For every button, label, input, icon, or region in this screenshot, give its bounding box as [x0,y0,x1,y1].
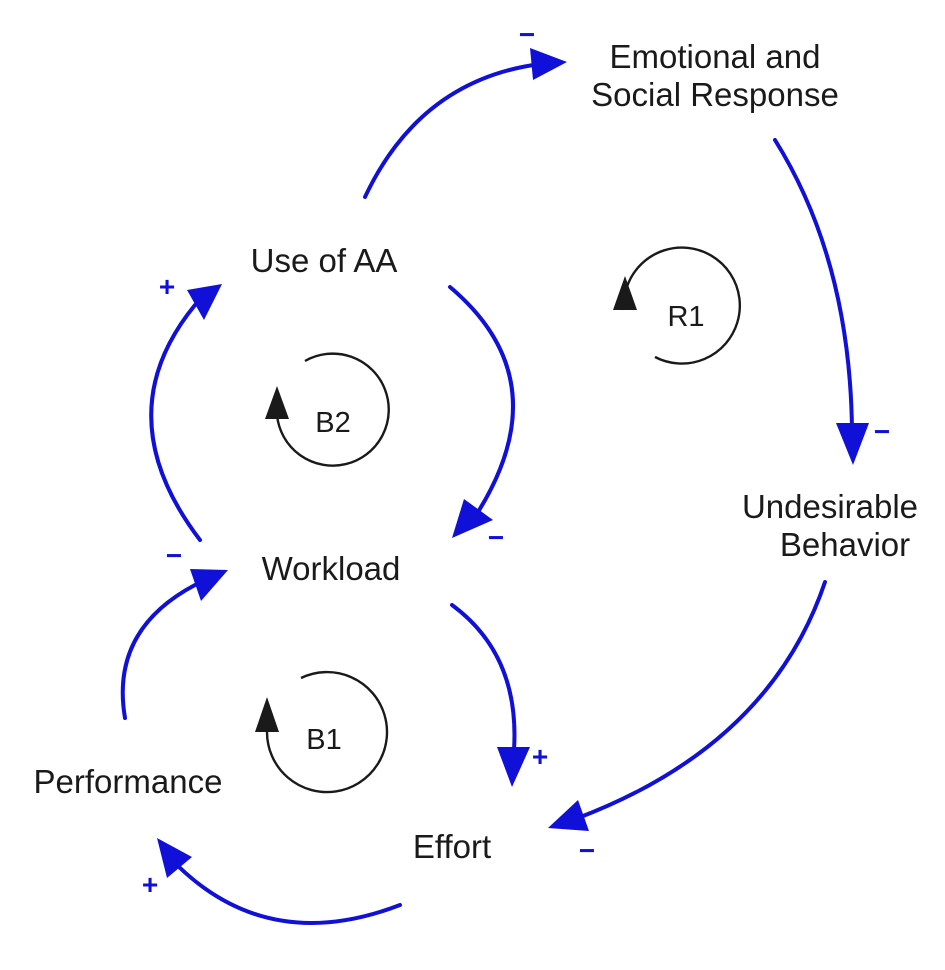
loop-b1-circle [265,670,389,794]
polarity-emotional-to-undesirable: − [874,416,890,447]
loop-r1-circle [622,246,742,365]
node-effort: Effort [413,828,491,865]
polarity-use-to-workload: − [488,522,504,553]
loop-r1-arrow-icon [613,276,637,310]
loop-b2-circle [275,352,390,467]
arrowhead-effort-to-performance [157,838,192,878]
loop-b1-arrow-icon [255,697,279,732]
link-emotional-to-undesirable [773,138,854,432]
arrowhead-emotional-to-undesirable [836,423,869,465]
node-undesirable-line2: Behavior [780,526,910,563]
node-emotional-line2: Social Response [591,76,839,113]
arrowhead-workload-to-effort [497,747,530,787]
polarity-undesirable-to-effort: − [579,835,595,866]
link-use-to-workload [448,285,515,514]
link-effort-to-performance [176,864,402,925]
link-undesirable-to-effort [576,580,827,820]
node-workload: Workload [262,550,401,587]
arrowhead-use-to-emotional [530,48,567,80]
polarity-use-to-emotional: − [519,19,535,50]
node-undesirable-line1: Undesirable [742,488,918,525]
link-performance-to-workload [120,583,197,720]
node-performance: Performance [34,763,223,800]
link-use-to-emotional [363,62,542,199]
arrowhead-performance-to-workload [190,569,228,601]
loop-b2-label: B2 [315,407,350,439]
loop-r1-label: R1 [667,301,704,333]
arrowhead-use-to-workload [452,499,493,538]
arrowhead-undesirable-to-effort [548,800,589,831]
loop-b1-label: B1 [306,724,341,756]
polarity-performance-to-workload: − [166,540,182,571]
link-workload-to-use [149,303,202,542]
node-use-of-aa: Use of AA [251,242,398,279]
node-emotional-line1: Emotional and [610,38,821,75]
arrowhead-workload-to-use [187,284,222,320]
loop-b2-arrow-icon [265,386,289,419]
link-workload-to-effort [450,603,517,752]
polarity-workload-to-use: + [159,271,175,302]
polarity-workload-to-effort: + [532,741,548,772]
polarity-effort-to-performance: + [142,869,158,900]
